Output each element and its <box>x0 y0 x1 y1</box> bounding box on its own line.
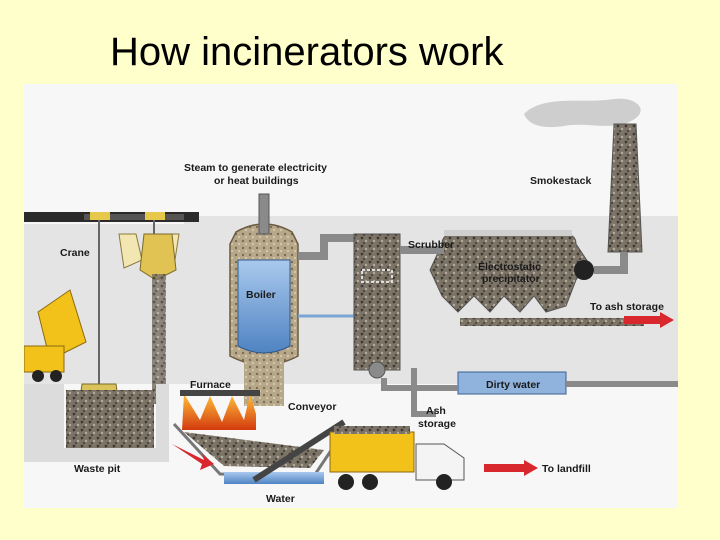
slide-title: How incinerators work <box>110 30 504 74</box>
smoke-plume <box>524 98 641 128</box>
arrow-to-landfill <box>484 460 538 476</box>
label-steam-line2: or heat buildings <box>214 175 299 187</box>
label-precipitator-line1: Electrostatic <box>478 261 541 273</box>
label-dirty-water: Dirty water <box>486 379 540 391</box>
scrubber-tower <box>353 233 401 371</box>
boiler-water <box>237 259 291 354</box>
label-crane: Crane <box>60 247 90 259</box>
label-ash-storage-line1: Ash <box>426 405 446 417</box>
scrubber-coil <box>361 269 393 283</box>
dump-truck-wheel <box>32 370 44 382</box>
pipe-ash-down <box>411 368 436 417</box>
label-waste-pit: Waste pit <box>74 463 121 475</box>
label-to-ash-storage: To ash storage <box>590 301 664 313</box>
conveyor-belt <box>252 419 346 483</box>
label-ash-storage-line2: storage <box>418 418 456 430</box>
label-scrubber: Scrubber <box>408 239 454 251</box>
label-steam-line1: Steam to generate electricity <box>184 162 327 174</box>
furnace-grate <box>180 390 260 396</box>
label-conveyor: Conveyor <box>288 401 336 413</box>
ash-load <box>334 426 410 434</box>
arrow-conveyor <box>172 444 214 470</box>
pipe-fan-stack <box>594 252 628 274</box>
crane-rail <box>84 214 184 220</box>
waste-pile <box>66 390 154 448</box>
label-water: Water <box>266 493 295 505</box>
furnace-fire <box>182 394 256 430</box>
ash-truck-bed <box>329 431 415 473</box>
ash-truck-cab <box>415 443 465 481</box>
fan <box>574 260 594 280</box>
dump-truck-bed <box>37 289 87 361</box>
label-boiler: Boiler <box>246 289 276 301</box>
crane-claw <box>139 233 177 281</box>
pipe-scrubber-water <box>381 378 458 391</box>
flue-pipe-top <box>298 234 354 260</box>
steam-pipe <box>258 193 270 235</box>
precipitator-plates <box>444 230 572 236</box>
ash-conveyor-top <box>460 318 644 326</box>
smokestack-tower <box>607 123 643 253</box>
label-furnace: Furnace <box>190 379 231 391</box>
dump-truck-cab <box>24 345 65 373</box>
arrow-to-ash-storage <box>624 312 674 328</box>
falling-waste <box>152 274 166 404</box>
label-smokestack: Smokestack <box>530 175 591 187</box>
crane-trolley-1 <box>90 212 110 220</box>
incinerator-diagram: Steam to generate electricity or heat bu… <box>24 84 678 508</box>
waste-pit <box>24 384 169 462</box>
ash-truck-wheel <box>338 474 354 490</box>
scrubber-drain <box>368 361 386 379</box>
water-pool <box>224 472 324 484</box>
crane-trolley-2 <box>145 212 165 220</box>
label-to-landfill: To landfill <box>542 463 591 475</box>
label-precipitator-line2: precipitator <box>482 273 540 285</box>
